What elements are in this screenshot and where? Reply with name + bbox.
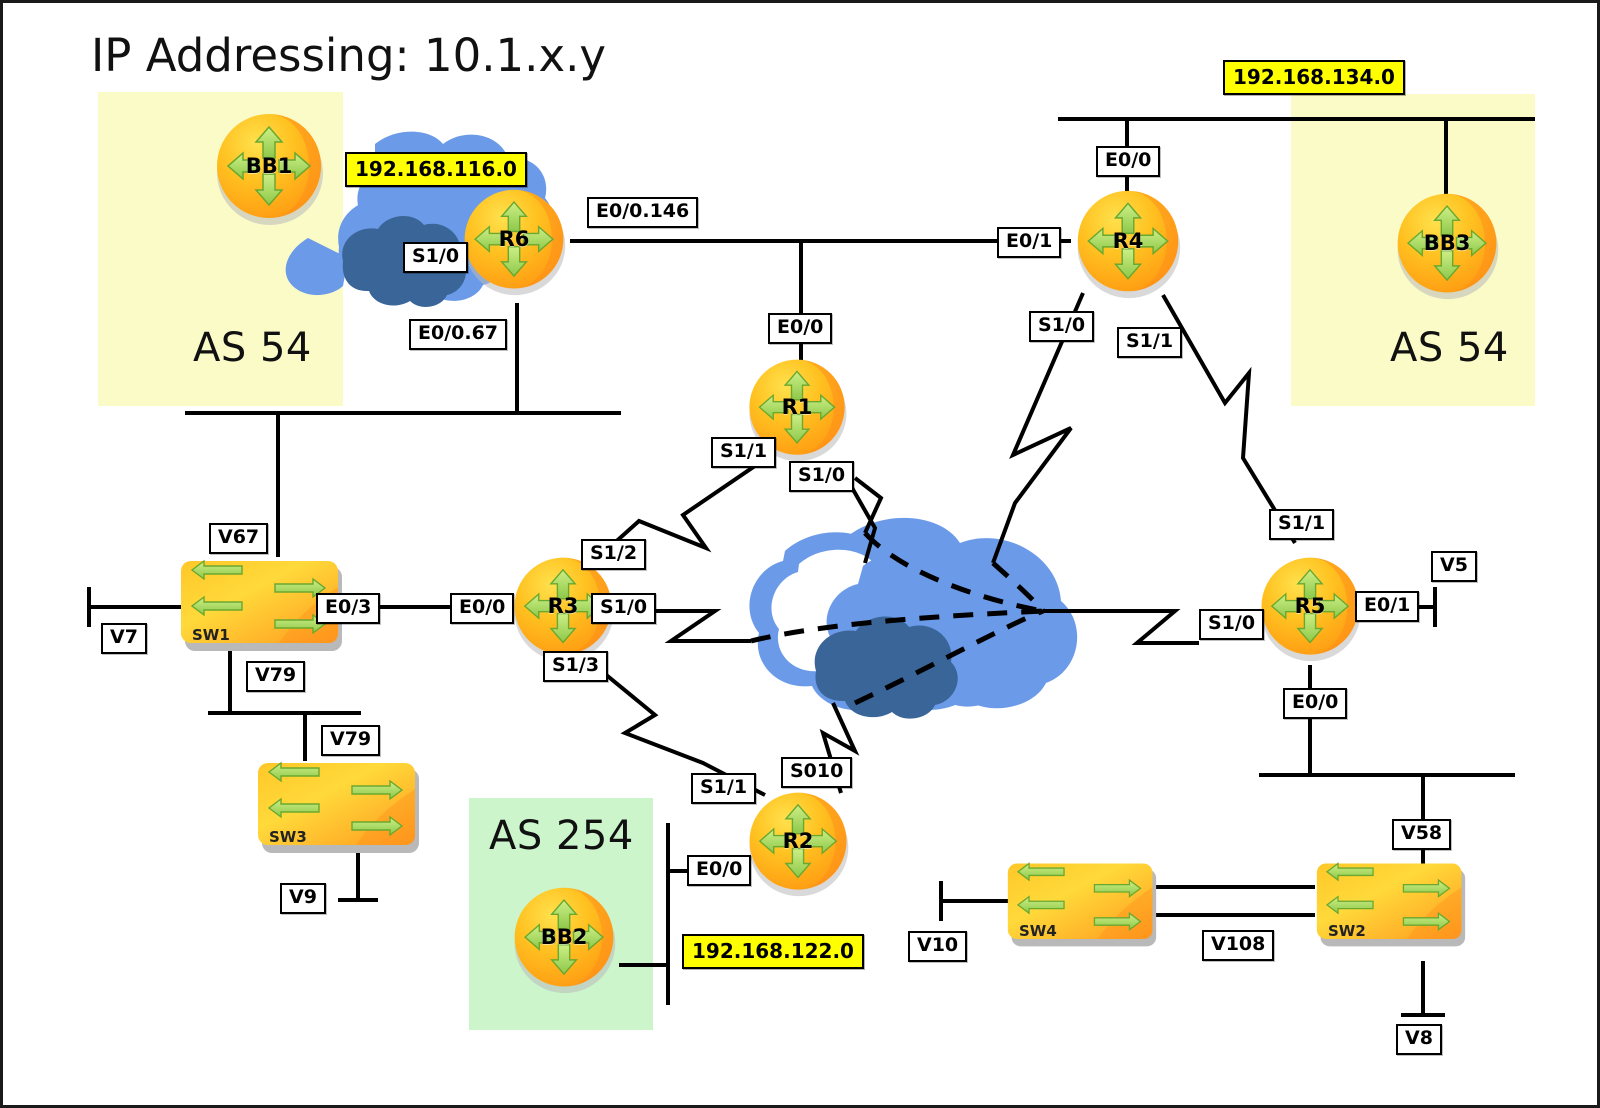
vlan-label-v8: V8 (1396, 1024, 1442, 1055)
vlan-label-v5: V5 (1431, 551, 1477, 582)
router-r1[interactable]: R1 (743, 355, 851, 463)
switch-sw3[interactable]: SW3 (256, 759, 421, 855)
link-r1-cloud-zig (853, 476, 884, 534)
link-r3-cloud (636, 609, 751, 643)
router-icon (1397, 193, 1499, 300)
iface-r6-e0-0-67: E0/0.67 (409, 319, 508, 350)
iface-r4-e0-0: E0/0 (1096, 146, 1161, 177)
zone-label-as254: AS 254 (489, 813, 634, 859)
iface-r5-s1-0: S1/0 (1199, 609, 1265, 640)
vlan-label-v58: V58 (1392, 819, 1452, 850)
pvc-1 (750, 608, 1044, 644)
switch-label: SW1 (192, 626, 230, 644)
switch-label: SW3 (269, 828, 307, 846)
router-icon (749, 359, 847, 462)
pvc-3 (991, 561, 1045, 613)
router-icon (514, 887, 616, 994)
link-r1-r3 (599, 453, 773, 557)
router-icon (749, 792, 849, 897)
router-icon (514, 557, 614, 662)
vlan-label-v10: V10 (908, 931, 968, 962)
link-r4-cloud (991, 292, 1085, 564)
router-icon (1077, 190, 1181, 299)
switch-icon (258, 761, 419, 853)
switch-icon (1007, 862, 1157, 947)
iface-r3-s1-3: S1/3 (543, 651, 609, 682)
router-r4[interactable]: R4 (1071, 186, 1185, 300)
router-bb2[interactable]: BB2 (508, 883, 620, 995)
switch-label: SW4 (1019, 922, 1057, 940)
switch-sw2[interactable]: SW2 (1315, 859, 1467, 949)
vlan-label-v67: V67 (209, 523, 269, 554)
link-r4-r5 (1161, 294, 1297, 545)
iface-r6-s1-0: S1/0 (403, 242, 469, 273)
router-r2[interactable]: R2 (743, 788, 853, 898)
switch-icon (1316, 862, 1466, 947)
router-icon (464, 189, 566, 296)
switch-sw4[interactable]: SW4 (1006, 859, 1158, 949)
network-label-192-168-134: 192.168.134.0 (1223, 60, 1405, 95)
router-icon (217, 114, 323, 225)
network-label-192-168-116: 192.168.116.0 (345, 152, 527, 187)
iface-r1-e0-0: E0/0 (768, 313, 833, 344)
vlan-label-v79b: V79 (321, 725, 381, 756)
zone-label-as54-left: AS 54 (193, 325, 312, 371)
router-r5[interactable]: R5 (1255, 553, 1365, 663)
iface-r4-s1-1: S1/1 (1117, 327, 1183, 358)
router-bb1[interactable]: BB1 (210, 109, 328, 227)
iface-r5-s1-1: S1/1 (1269, 509, 1335, 540)
link-layer (87, 117, 1535, 1017)
iface-r2-e0-0: E0/0 (687, 855, 752, 886)
iface-r3-e0-0: E0/0 (450, 593, 515, 624)
iface-r3-s1-2: S1/2 (581, 539, 647, 570)
network-label-192-168-122: 192.168.122.0 (682, 934, 864, 969)
vlan-label-v79a: V79 (246, 661, 306, 692)
iface-r5-e0-0: E0/0 (1283, 688, 1348, 719)
iface-r4-s1-0: S1/0 (1029, 311, 1095, 342)
iface-r5-e0-1: E0/1 (1355, 591, 1420, 622)
iface-r6-e0-0-146: E0/0.146 (587, 197, 699, 228)
iface-r4-e0-1: E0/1 (997, 227, 1062, 258)
switch-label: SW2 (1328, 922, 1366, 940)
page-title: IP Addressing: 10.1.x.y (91, 29, 607, 82)
vlan-label-v108: V108 (1202, 930, 1275, 961)
iface-r2-s0-1-0: S010 (781, 757, 853, 788)
router-r6[interactable]: R6 (458, 185, 570, 297)
router-bb3[interactable]: BB3 (1391, 189, 1503, 301)
iface-r2-s1-1: S1/1 (691, 773, 757, 804)
vlan-label-v9: V9 (280, 883, 326, 914)
vlan-label-v7: V7 (101, 623, 147, 654)
zone-label-as54-right: AS 54 (1390, 325, 1509, 371)
iface-r1-s1-0: S1/0 (789, 461, 855, 492)
link-r5-cloud (1043, 609, 1199, 645)
pvc-2 (863, 531, 1044, 614)
router-icon (1261, 557, 1361, 662)
pvc-4 (853, 608, 1044, 706)
iface-r1-s1-1: S1/1 (711, 437, 777, 468)
iface-r3-s1-0: S1/0 (591, 593, 657, 624)
iface-sw1-e0-3: E0/3 (316, 593, 381, 624)
